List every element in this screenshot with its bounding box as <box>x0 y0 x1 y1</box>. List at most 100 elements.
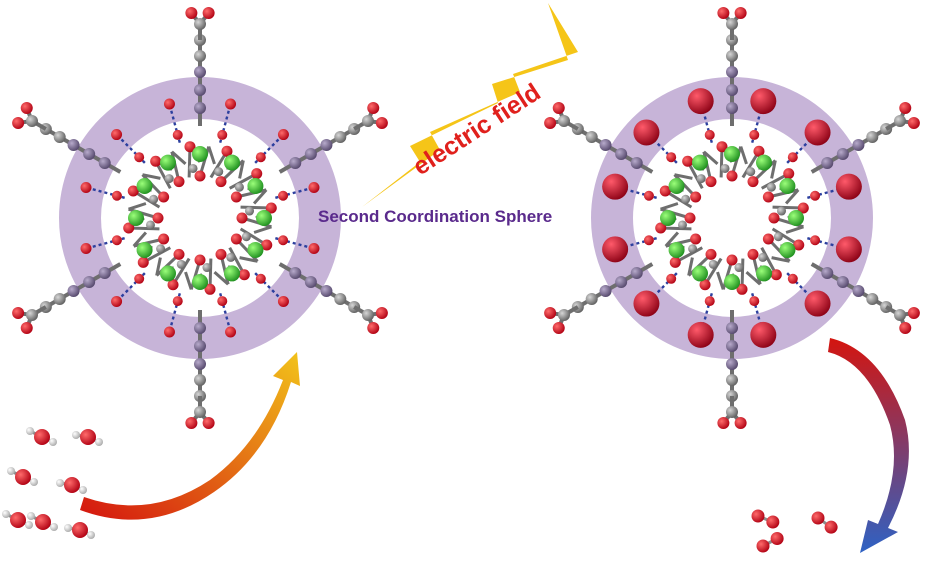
core-bond <box>254 227 271 233</box>
oxygen-atom <box>153 213 164 224</box>
oxygen-atom <box>138 257 149 268</box>
metal-atom <box>160 155 176 171</box>
carbon-atom <box>54 293 66 305</box>
oxygen-atom <box>783 168 794 179</box>
linker-carbon <box>726 358 738 370</box>
linker-carbon <box>631 157 643 169</box>
linker-carbon <box>83 276 95 288</box>
linker-carbon <box>289 267 301 279</box>
oxygen-atom <box>21 322 33 334</box>
oxygen-atom <box>376 117 388 129</box>
oxygen-atom <box>644 235 654 245</box>
oxygen-atom <box>748 249 759 260</box>
oxygen-atom <box>12 117 24 129</box>
linker-carbon <box>852 139 864 151</box>
linker-carbon <box>194 340 206 352</box>
oxygen-atom <box>553 322 565 334</box>
oxygen-atom <box>771 532 784 545</box>
carbon-atom <box>245 207 254 216</box>
carbon-atom <box>721 164 730 173</box>
cation-sphere <box>688 88 714 114</box>
water-molecule-icon <box>56 477 87 494</box>
metal-atom <box>756 265 772 281</box>
cation-sphere <box>602 236 628 262</box>
oxygen-atom <box>705 296 715 306</box>
oxygen-atom <box>278 235 288 245</box>
oxygen-atom <box>112 191 122 201</box>
core-bond <box>209 147 215 164</box>
oxygen-molecule-icon <box>812 512 838 534</box>
oxygen-molecule-icon <box>752 510 780 529</box>
hydrogen-atom <box>79 486 87 494</box>
oxygen-atom <box>225 326 236 337</box>
carbon-atom <box>26 115 38 127</box>
oxygen-atom <box>690 192 701 203</box>
oxygen-atom <box>231 192 242 203</box>
oxygen-atom <box>203 417 215 429</box>
oxygen-atom <box>690 234 701 245</box>
oxygen-atom <box>544 117 556 129</box>
oxygen-atom <box>81 243 92 254</box>
carbon-atom <box>558 115 570 127</box>
hydrogen-atom <box>30 478 38 486</box>
hydrogen-atom <box>49 438 57 446</box>
water-molecule-icon <box>72 429 103 446</box>
oxygen-atom <box>644 191 654 201</box>
oxygen-atom <box>727 171 738 182</box>
linker-carbon <box>726 66 738 78</box>
oxygen-atom <box>376 307 388 319</box>
carbon-atom <box>189 164 198 173</box>
oxygen-atom <box>251 168 262 179</box>
linker-carbon <box>821 157 833 169</box>
oxygen-atom <box>544 307 556 319</box>
linker-carbon <box>99 157 111 169</box>
oxygen-atom <box>749 130 759 140</box>
carbon-atom <box>866 293 878 305</box>
oxygen-atom <box>810 235 820 245</box>
hydrogen-atom <box>50 523 58 531</box>
linker-carbon <box>837 148 849 160</box>
oxygen-atom <box>134 152 144 162</box>
oxygen-atom <box>788 274 798 284</box>
oxygen-atom <box>278 129 289 140</box>
core-bond <box>661 204 678 210</box>
metal-atom <box>779 242 795 258</box>
oxygen-atom <box>174 249 185 260</box>
carbon-atom <box>709 260 718 269</box>
metal-atom <box>669 178 685 194</box>
hydrogen-atom <box>64 524 72 532</box>
oxygen-atom <box>237 213 248 224</box>
oxygen-atom <box>752 510 765 523</box>
oxygen-atom <box>217 296 227 306</box>
metal-oxo-core <box>644 130 820 306</box>
second-coordination-sphere-label: Second Coordination Sphere <box>318 207 552 227</box>
metal-atom <box>128 210 144 226</box>
linker-carbon <box>600 285 612 297</box>
metal-atom <box>224 265 240 281</box>
metal-atom <box>192 274 208 290</box>
carbon-atom <box>156 244 165 253</box>
oxygen-atom <box>195 171 206 182</box>
linker-carbon <box>852 285 864 297</box>
oxygen-atom <box>64 477 80 493</box>
carbon-atom <box>165 174 174 183</box>
linker-carbon <box>837 276 849 288</box>
oxygen-molecule-icon <box>757 532 784 553</box>
oxygen-atom <box>766 515 779 528</box>
hydrogen-atom <box>72 431 80 439</box>
oxygen-atom <box>256 152 266 162</box>
carbon-atom <box>242 232 251 241</box>
linker-carbon <box>305 276 317 288</box>
metal-atom <box>247 242 263 258</box>
oxygen-atom <box>185 7 197 19</box>
linker-carbon <box>631 267 643 279</box>
bolt-label: electric field <box>408 78 546 181</box>
oxygen-atom <box>239 269 250 280</box>
cation-sphere <box>805 119 831 145</box>
linker-carbon <box>194 322 206 334</box>
linker-carbon <box>821 267 833 279</box>
metal-atom <box>756 155 772 171</box>
water-molecules <box>2 427 103 539</box>
oxygen-atom <box>174 176 185 187</box>
oxygen-atom <box>216 176 227 187</box>
